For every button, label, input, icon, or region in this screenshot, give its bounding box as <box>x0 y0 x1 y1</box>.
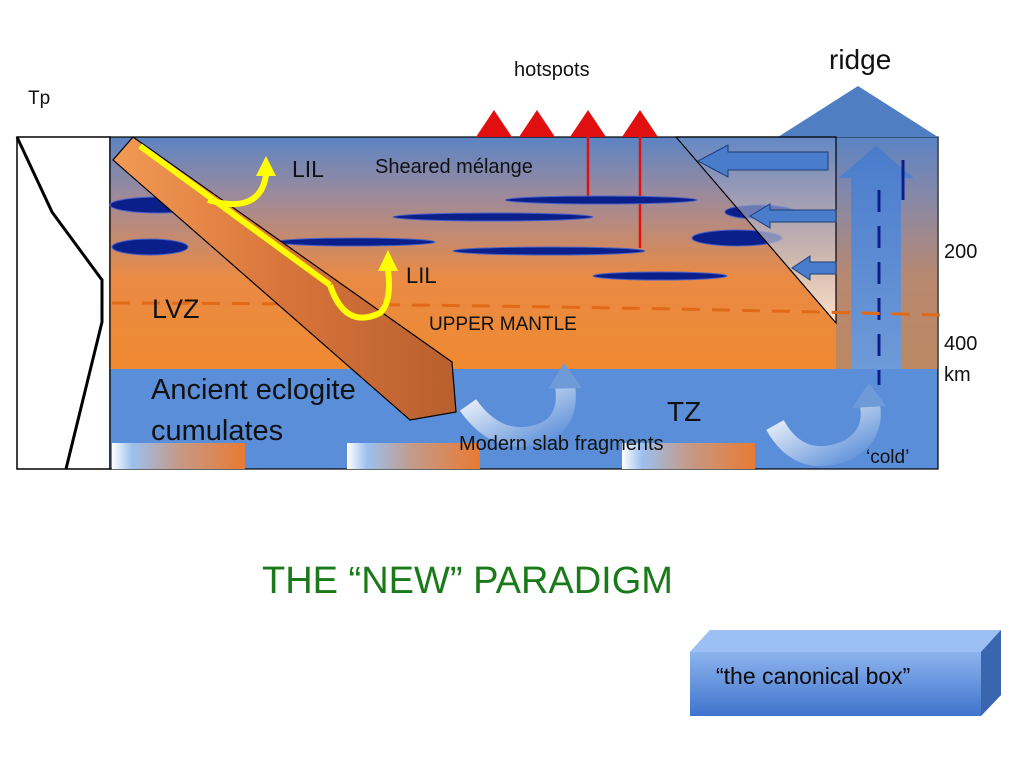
label-sheared-melange: Sheared mélange <box>375 156 533 178</box>
label-lvz: LVZ <box>152 294 200 324</box>
shear-wedge <box>674 136 837 325</box>
temperature-profile <box>15 136 111 470</box>
page-title: THE “NEW” PARADIGM <box>262 560 673 602</box>
label-depth-unit: km <box>944 364 971 386</box>
lens <box>274 237 436 247</box>
lens <box>111 238 189 256</box>
lens <box>504 195 698 205</box>
slab-fragment <box>347 443 480 469</box>
curved-arrow-icon <box>378 250 398 271</box>
slab-crust-yellow <box>138 143 332 288</box>
curved-arrow-icon <box>256 156 276 176</box>
slab-fragments <box>112 443 755 469</box>
label-cold: ‘cold’ <box>866 447 910 468</box>
slab-fragment <box>622 443 755 469</box>
label-hotspots: hotspots <box>514 59 590 81</box>
arrow-left-icon <box>791 255 837 281</box>
label-ancient-line2: cumulates <box>151 415 284 447</box>
hotspots <box>476 110 658 248</box>
label-lil-top: LIL <box>292 156 324 182</box>
label-modern-slab: Modern slab fragments <box>459 433 664 455</box>
label-tp: Tp <box>28 88 51 109</box>
slab-fragment <box>112 443 245 469</box>
label-tz: TZ <box>667 396 702 427</box>
curved-arrow-icon <box>207 174 269 208</box>
label-depth-400: 400 <box>944 333 978 355</box>
curved-arrow-icon <box>327 269 392 321</box>
circular-arrow-icon <box>766 383 886 467</box>
hotspot-triangle <box>622 110 658 137</box>
subducting-slab <box>112 136 457 421</box>
arrow-left-icon <box>696 144 829 178</box>
hotspot-triangle <box>476 110 512 137</box>
ridge-shape <box>778 86 938 137</box>
label-upper-mantle: UPPER MANTLE <box>429 314 577 335</box>
canonical-box[interactable] <box>690 630 1001 716</box>
label-ancient-line1: Ancient eclogite <box>151 374 356 406</box>
circular-arrow-icon <box>459 363 582 448</box>
lens <box>592 271 728 281</box>
hotspot-triangle <box>519 110 555 137</box>
lens <box>392 212 594 222</box>
lvz-dashed-line <box>111 301 941 317</box>
label-lil-mid: LIL <box>406 263 437 288</box>
canonical-box-label: “the canonical box” <box>716 663 911 689</box>
arrow-left-icon <box>749 203 837 229</box>
hotspot-triangle <box>570 110 606 137</box>
label-ridge: ridge <box>829 44 892 75</box>
lens <box>452 246 646 256</box>
label-depth-200: 200 <box>944 241 978 263</box>
